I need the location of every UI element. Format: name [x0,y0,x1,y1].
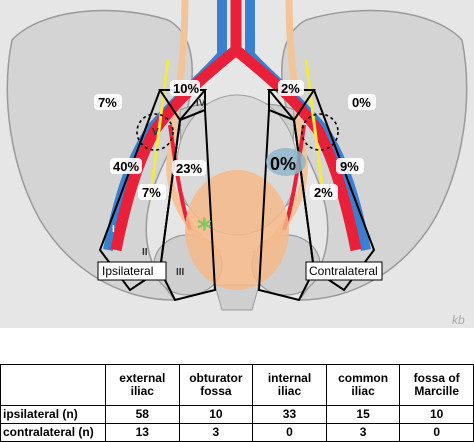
left-pct-obturator: 7% [142,185,161,200]
column-header-external-iliac: external iliac [105,364,180,406]
zone-v-right [301,113,339,151]
right-pct-external: 9% [340,159,359,174]
column-header-common-iliac: common iliac [325,364,401,406]
zone-numeral-v: V [152,127,159,138]
zone-v-left [136,113,174,151]
left-pct-internal: 23% [176,161,202,176]
contralateral-label: Contralateral [309,264,378,278]
obturator-nerves [148,59,326,201]
left-pct-top: 10% [173,81,199,96]
zone-numeral-ii: II [142,247,148,258]
table-cell: 15 [325,405,401,424]
table-cell: 58 [105,405,180,424]
right-percentages: 2% 0% 0% 9% 2% [270,80,376,200]
side-labels: Ipsilateral Contralateral [97,261,383,281]
table-cell: 3 [325,423,401,442]
zero-ellipse [266,148,306,176]
right-pct-outer: 0% [352,95,371,110]
table-cell: 13 [105,423,180,442]
column-header-internal-iliac: internal iliac [252,364,327,406]
right-pct-top: 2% [281,81,300,96]
table-cell: 10 [399,405,474,424]
zone-numeral-iv: IV [196,98,206,109]
table-cell: 10 [178,405,254,424]
pelvis-lymph-node-diagram: * I II III IV V 10% 7% 40% 23% 7% 2% 0% … [0,0,474,328]
zone-numeral-i: I [112,224,115,235]
left-pct-v: 7% [98,95,117,110]
right-pct-obturator: 2% [314,185,333,200]
column-header-empty [0,364,106,406]
table-row: contralateral (n) 13 3 0 3 0 [0,423,474,442]
row-label-ipsilateral: ipsilateral (n) [0,405,106,424]
ipsilateral-label: Ipsilateral [102,264,153,278]
column-header-obturator-fossa: obturator fossa [178,364,254,406]
table-cell: 0 [399,423,474,442]
asterisk-marker: * [197,212,212,245]
column-header-fossa-of-marcille: fossa of Marcille [399,364,474,406]
lymph-node-distribution-table: external iliac obturator fossa internal … [0,364,474,442]
table-header-row: external iliac obturator fossa internal … [0,364,474,406]
left-percentages: 10% 7% 40% 23% 7% [94,80,206,200]
table-cell: 0 [252,423,327,442]
right-pct-big: 0% [270,154,296,174]
table-cell: 33 [252,405,327,424]
zone-numeral-iii: III [176,267,185,278]
artist-signature: kb [452,313,465,327]
table-row: ipsilateral (n) 58 10 33 15 10 [0,405,474,424]
row-label-contralateral: contralateral (n) [0,423,106,442]
left-pct-external: 40% [113,159,139,174]
table-cell: 3 [178,423,254,442]
